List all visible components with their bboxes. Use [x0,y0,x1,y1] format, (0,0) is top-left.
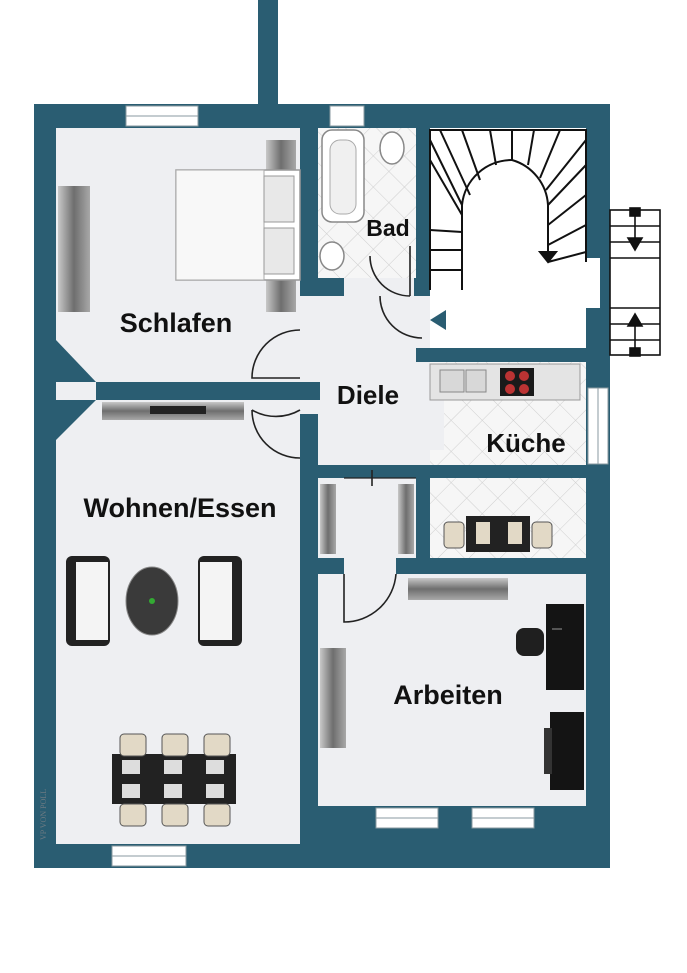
door-schlafen [251,329,301,379]
office-shelf-left [320,648,346,748]
windows [111,105,609,867]
window-bad [329,105,365,127]
interior-walls [56,128,610,868]
doors [251,246,423,623]
label-bad: Bad [366,215,409,241]
sofa-left [66,556,110,646]
floor-wohnen [56,400,300,844]
coffee-table [125,566,179,636]
label-kueche: Küche [486,428,565,458]
label-arbeiten: Arbeiten [393,680,503,710]
door-wohnen [251,409,301,459]
watermark-logo: VP VON POLL [39,789,48,840]
wardrobe [58,186,90,312]
exterior-steps [609,207,661,357]
office-shelf-top [408,578,508,600]
bathtub [321,129,365,223]
dining-table [112,733,236,827]
bed [175,140,301,312]
sideboard-office [544,712,584,790]
tv-sideboard [102,402,244,420]
desk [516,604,584,690]
door-bad [369,246,411,297]
storage-shelf-right [398,484,414,554]
label-schlafen: Schlafen [120,308,233,338]
kitchen-counter [429,363,581,401]
door-openings [56,278,444,574]
toilet [379,131,405,165]
floor-arbeiten [318,574,586,806]
door-diele-entry [379,295,423,339]
kitchen-table [443,516,553,552]
label-diele: Diele [337,380,399,410]
sink [319,241,345,271]
staircase [429,129,587,290]
sofa-right [198,556,242,646]
label-wohnen: Wohnen/Essen [83,493,276,523]
entry-arrow-icon [430,310,446,330]
door-abstellraum [343,573,397,623]
storage-shelf-left [320,484,336,554]
